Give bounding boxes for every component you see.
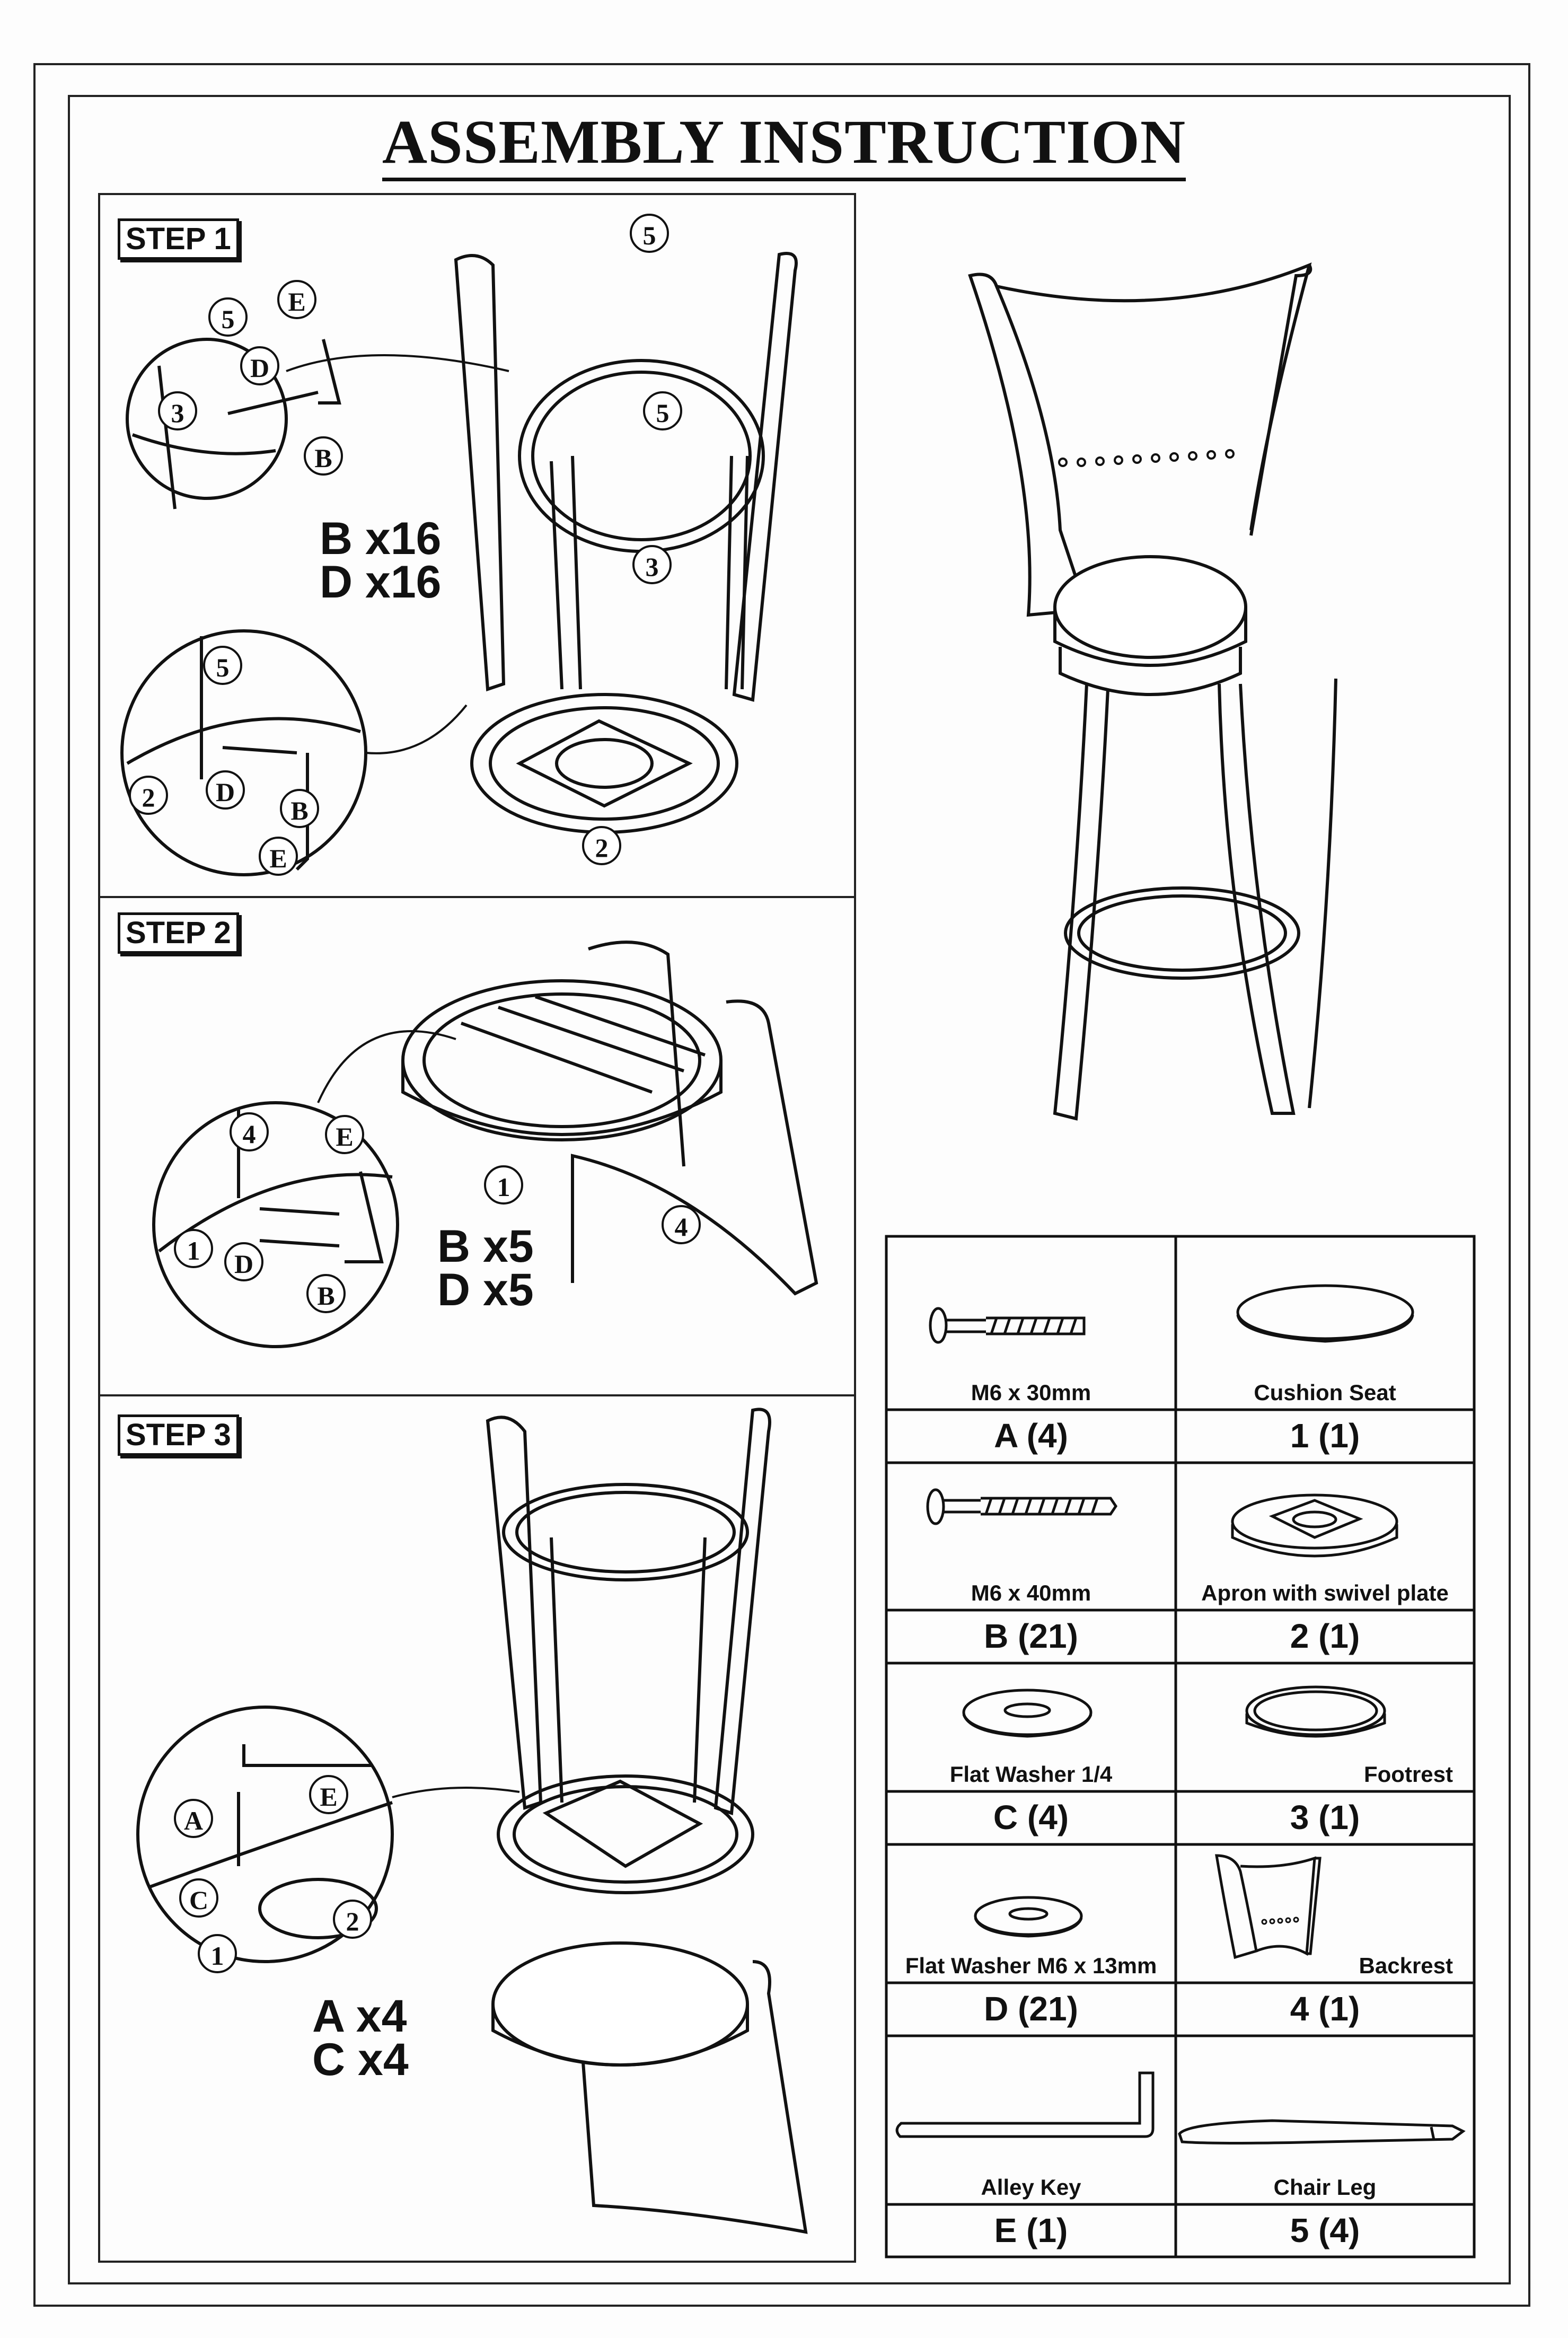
step3-label: STEP 3 xyxy=(118,1414,239,1456)
step1-quantities: B x16 D x16 xyxy=(320,513,442,608)
part-name: Flat Washer 1/4 xyxy=(949,1762,1113,1787)
part-callout: D xyxy=(240,346,279,385)
part-name: Apron with swivel plate xyxy=(1201,1580,1449,1605)
chair-leg-icon xyxy=(1178,2119,1466,2144)
part-name: M6 x 40mm xyxy=(971,1580,1091,1605)
assembled-chair-drawing xyxy=(968,262,1337,1121)
apron-icon xyxy=(1231,1493,1398,1558)
part-name: Footrest xyxy=(1364,1762,1453,1787)
part-callout: B xyxy=(280,789,319,828)
part-callout: 4 xyxy=(662,1205,701,1244)
part-callout: 5 xyxy=(208,297,248,337)
part-callout: E xyxy=(259,837,298,876)
detail-magnifier xyxy=(120,629,367,876)
part-name: Flat Washer M6 x 13mm xyxy=(905,1953,1157,1978)
part-code: E (1) xyxy=(994,2211,1068,2249)
bolt-long-icon xyxy=(926,1488,1118,1525)
part-name: Backrest xyxy=(1359,1953,1453,1978)
step-divider xyxy=(98,896,856,898)
part-code: 3 (1) xyxy=(1290,1798,1360,1836)
backrest-icon xyxy=(1215,1854,1322,1959)
part-name: M6 x 30mm xyxy=(971,1380,1091,1405)
part-callout: 3 xyxy=(632,545,672,584)
part-callout: 5 xyxy=(203,646,242,685)
part-callout: C xyxy=(179,1878,218,1918)
part-callout: D xyxy=(206,770,245,810)
steps-panel xyxy=(98,193,856,2263)
part-code: B (21) xyxy=(984,1617,1078,1655)
part-name: Cushion Seat xyxy=(1254,1380,1396,1405)
washer-icon xyxy=(974,1896,1083,1938)
footrest-ring-icon xyxy=(1245,1685,1386,1738)
detail-magnifier xyxy=(136,1706,394,1963)
part-code: 1 (1) xyxy=(1290,1417,1360,1455)
part-callout: E xyxy=(309,1775,348,1814)
part-callout: 2 xyxy=(333,1900,372,1939)
step2-label: STEP 2 xyxy=(118,912,239,954)
inner-border xyxy=(68,95,1511,2284)
step3-quantities: A x4 C x4 xyxy=(312,1991,409,2085)
part-callout: D xyxy=(224,1242,263,1281)
part-callout: B xyxy=(304,436,343,476)
part-callout: 3 xyxy=(158,391,197,430)
part-callout: 5 xyxy=(630,214,669,253)
part-callout: A xyxy=(174,1799,213,1838)
step1-label: STEP 1 xyxy=(118,218,239,260)
part-callout: 2 xyxy=(129,776,168,815)
part-callout: 2 xyxy=(582,826,621,865)
part-callout: 1 xyxy=(198,1934,237,1973)
part-callout: B xyxy=(306,1274,346,1313)
cushion-seat-icon xyxy=(1236,1284,1414,1343)
part-code: A (4) xyxy=(994,1417,1068,1455)
part-code: C (4) xyxy=(993,1798,1069,1836)
part-callout: 1 xyxy=(174,1229,213,1268)
step2-quantities: B x5 D x5 xyxy=(437,1221,534,1315)
detail-magnifier xyxy=(152,1101,399,1348)
part-code: 4 (1) xyxy=(1290,1990,1360,2028)
outer-border xyxy=(33,63,1530,2307)
part-callout: E xyxy=(277,280,316,319)
part-callout: 1 xyxy=(484,1165,523,1205)
part-name: Alley Key xyxy=(981,2175,1081,2200)
part-code: 2 (1) xyxy=(1290,1617,1360,1655)
part-callout: 4 xyxy=(230,1112,269,1152)
part-callout: E xyxy=(325,1115,364,1154)
step-divider xyxy=(98,1394,856,1396)
allen-key-icon xyxy=(895,2071,1155,2138)
bolt-short-icon xyxy=(929,1307,1086,1344)
detail-magnifier xyxy=(126,338,288,500)
part-name: Chair Leg xyxy=(1273,2175,1377,2200)
parts-table-grid xyxy=(885,1235,1476,2258)
part-code: 5 (4) xyxy=(1290,2211,1360,2249)
part-code: D (21) xyxy=(984,1990,1078,2028)
step1-frame-drawing xyxy=(454,252,798,834)
page-title: ASSEMBLY INSTRUCTION xyxy=(0,106,1568,181)
part-callout: 5 xyxy=(643,391,682,430)
washer-icon xyxy=(962,1689,1093,1738)
